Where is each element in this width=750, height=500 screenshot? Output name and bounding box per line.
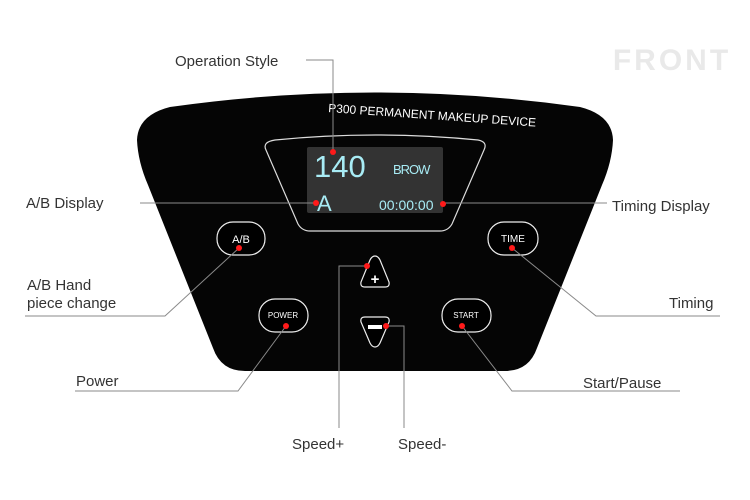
leader-operation-style <box>306 59 334 152</box>
lcd-speed: 140 <box>314 149 366 184</box>
speed-plus-button[interactable]: + <box>360 255 390 288</box>
svg-text:START: START <box>453 311 479 320</box>
indicator-dots <box>236 149 515 329</box>
start-button[interactable]: START <box>441 298 492 333</box>
device-body <box>137 92 613 371</box>
label-operation-style: Operation Style <box>175 53 278 70</box>
lcd-handpiece: A <box>317 191 332 216</box>
leader-ab-change <box>25 247 240 317</box>
lcd-mode: BROW <box>393 162 431 177</box>
label-power: Power <box>76 373 119 390</box>
label-timing-display: Timing Display <box>612 198 710 215</box>
label-speed-plus: Speed+ <box>292 436 344 453</box>
leader-power <box>75 325 287 392</box>
time-button[interactable]: TIME <box>487 221 539 256</box>
ab-button[interactable]: A/B <box>216 221 266 256</box>
label-speed-minus: Speed- <box>398 436 446 453</box>
minus-icon <box>368 325 382 329</box>
leader-start <box>461 325 680 392</box>
label-start-pause: Start/Pause <box>583 375 661 392</box>
leader-timing <box>511 247 720 317</box>
label-ab-display: A/B Display <box>26 195 104 212</box>
lcd-screen <box>307 147 443 213</box>
plus-icon: + <box>371 271 380 288</box>
speed-minus-button[interactable] <box>360 316 390 348</box>
svg-text:POWER: POWER <box>268 311 298 320</box>
svg-text:TIME: TIME <box>501 234 525 245</box>
power-button[interactable]: POWER <box>258 298 309 333</box>
front-watermark: FRONT <box>613 44 731 77</box>
leader-speed-plus <box>338 265 367 428</box>
svg-text:A/B: A/B <box>232 234 250 246</box>
leader-speed-minus <box>386 325 405 428</box>
label-ab-change-1: A/B Hand <box>27 277 91 294</box>
screen-bezel <box>264 134 486 232</box>
label-timing: Timing <box>669 295 713 312</box>
label-ab-change-2: piece change <box>27 295 116 312</box>
lcd-timer: 00:00:00 <box>379 197 434 213</box>
